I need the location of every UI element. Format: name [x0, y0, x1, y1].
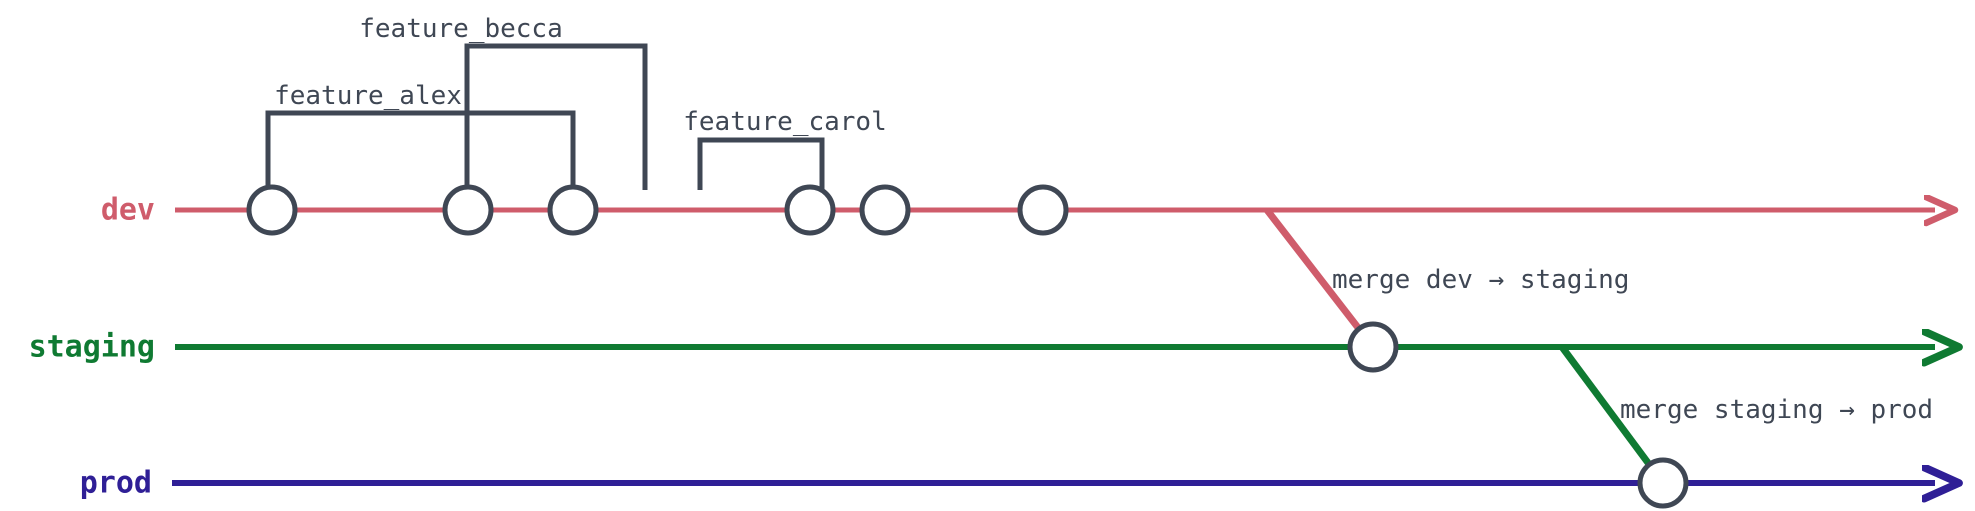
branch-label-prod: prod — [80, 466, 152, 501]
commit-node[interactable] — [442, 184, 494, 236]
feature-label-feature_becca: feature_becca — [359, 14, 563, 44]
commit-node[interactable] — [859, 184, 911, 236]
feature-bracket-feature_becca — [464, 43, 648, 190]
branch-lines-group — [172, 210, 1935, 483]
merge-labels-group: merge dev → staging merge staging → prod — [1332, 265, 1933, 425]
feature-brackets-group — [265, 43, 825, 190]
commit-node[interactable] — [1017, 184, 1069, 236]
commit-node[interactable] — [246, 184, 298, 236]
commit-node[interactable] — [1347, 321, 1399, 373]
commit-nodes-group — [246, 184, 1689, 509]
branch-label-dev: dev — [101, 193, 155, 228]
merge-lines-group — [1264, 207, 1666, 486]
commit-node[interactable] — [1637, 457, 1689, 509]
feature-labels-group: feature_alex feature_becca feature_carol — [274, 14, 887, 137]
feature-label-feature_carol: feature_carol — [683, 107, 887, 137]
commit-node[interactable] — [784, 184, 836, 236]
merge-line-staging-prod — [1559, 344, 1666, 486]
merge-label-staging-prod: merge staging → prod — [1620, 395, 1933, 425]
branch-label-staging: staging — [29, 330, 155, 365]
branch-labels-group: dev staging prod — [29, 193, 155, 501]
feature-bracket-feature_alex — [265, 110, 576, 190]
merge-label-dev-staging: merge dev → staging — [1332, 265, 1629, 295]
commit-node[interactable] — [547, 184, 599, 236]
feature-label-feature_alex: feature_alex — [274, 81, 462, 111]
merge-line-dev-staging — [1264, 207, 1376, 350]
feature-bracket-feature_carol — [697, 137, 825, 190]
